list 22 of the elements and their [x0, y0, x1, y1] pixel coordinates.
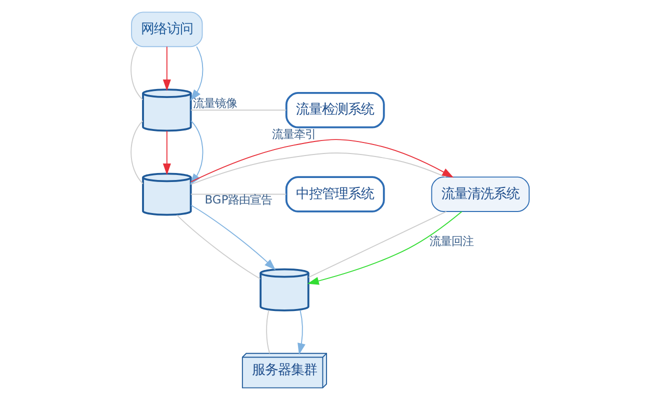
node-box: 流量检测系统 — [285, 92, 385, 128]
arrow — [162, 130, 171, 176]
edge-label: 流量镜像 — [193, 96, 238, 110]
arrow — [298, 310, 306, 355]
connector — [176, 214, 261, 280]
node-box: 流量清洗系统 — [431, 176, 530, 212]
connector — [266, 310, 270, 354]
node-box: 网络访问 — [131, 12, 203, 48]
edge-label: BGP路由宣告 — [204, 192, 272, 206]
connector — [308, 211, 447, 278]
arrow — [190, 139, 454, 182]
edge-label: 流量牵引 — [272, 126, 316, 141]
edge-label: 流量回注 — [429, 234, 474, 248]
connector — [190, 194, 287, 195]
connector — [130, 120, 144, 184]
connector — [130, 46, 144, 100]
connector — [190, 110, 287, 111]
arrow — [307, 211, 462, 285]
arrow — [190, 46, 204, 101]
arrow — [190, 204, 276, 270]
arrow — [162, 46, 171, 91]
node-box: 中控管理系统 — [285, 176, 385, 212]
